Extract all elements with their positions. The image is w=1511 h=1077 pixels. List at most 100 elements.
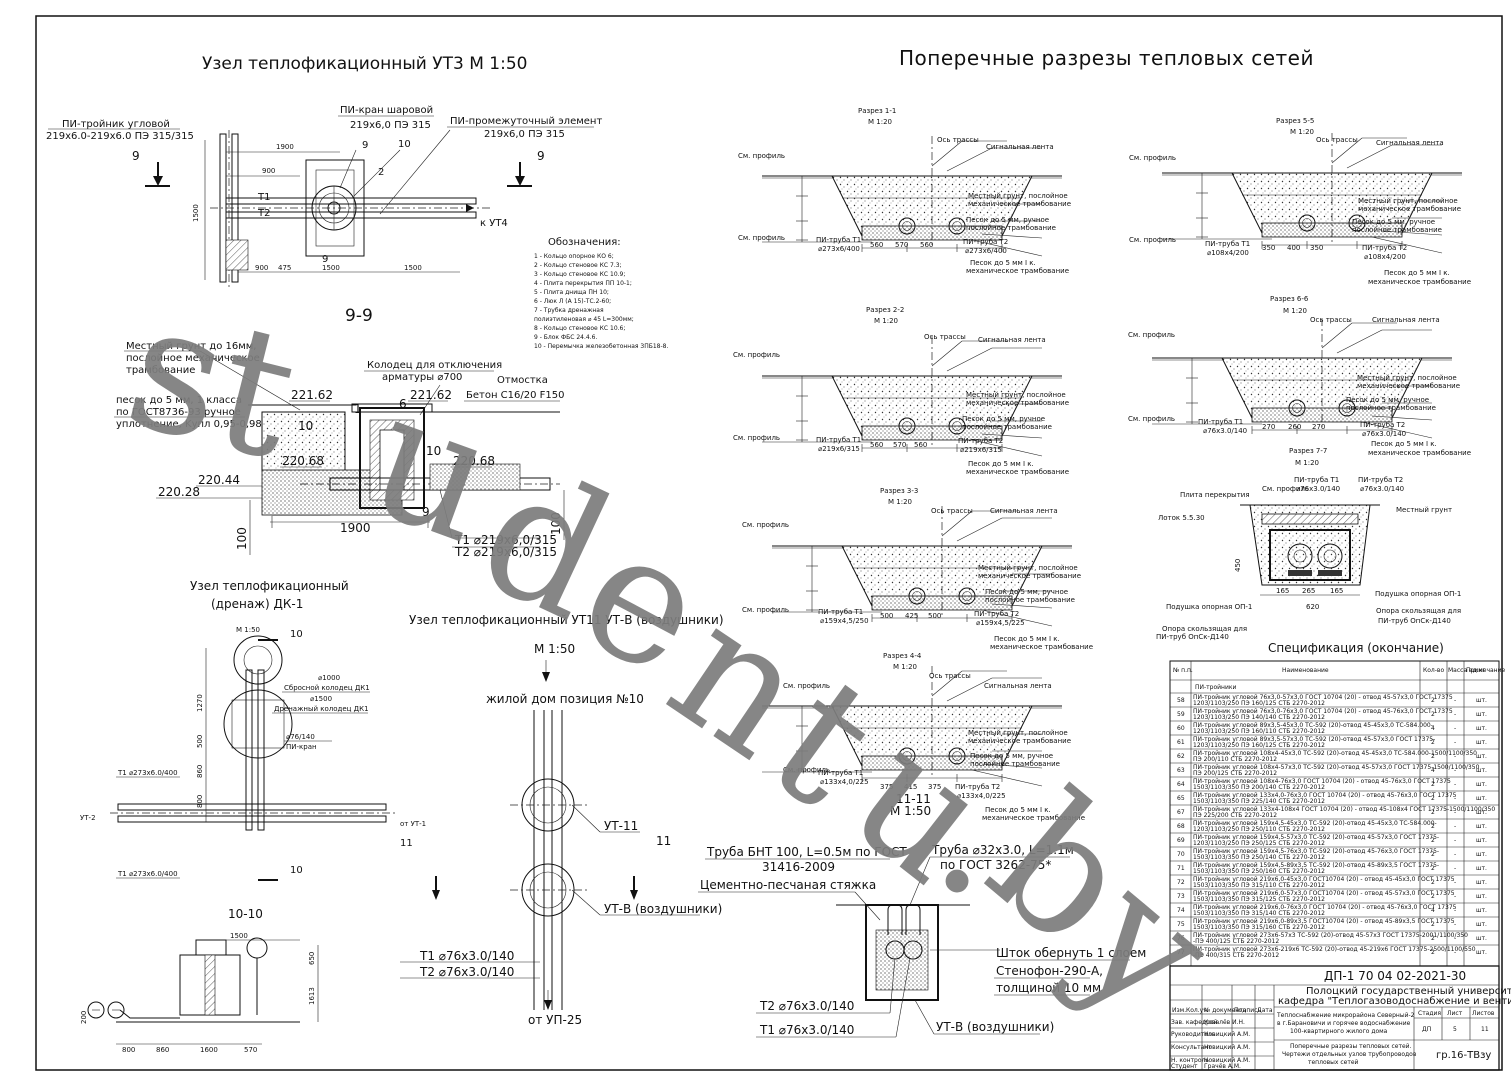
spec-row-name: ПИ-тройник угловой 219х6,0-76х3,0 ГОСТ 1… bbox=[1193, 904, 1457, 911]
dk1-title: Узел теплофикационный bbox=[190, 579, 349, 593]
vent-detail: Труба БНТ 100, L=0.5м по ГОСТ 31416-2009… bbox=[698, 843, 1146, 1038]
s1-d2: 560 bbox=[920, 241, 933, 249]
s2-sandk2: механическое трамбование bbox=[966, 468, 1069, 476]
tb-col-doc: № документа bbox=[1204, 1007, 1247, 1014]
spec-row-number: 68 bbox=[1177, 823, 1185, 830]
node-ut11: Узел теплофикационный УТ11 УТ-В (воздушн… bbox=[400, 613, 724, 1027]
s1-sandk: Песок до 5 мм I к. bbox=[970, 259, 1036, 267]
tb-name-3: Новицкий А.М. bbox=[1204, 1057, 1250, 1064]
tb-col-date: Дата bbox=[1257, 1007, 1273, 1014]
s4-soil: Местный грунт, послойное bbox=[968, 729, 1068, 737]
spec-row-unit: шт. bbox=[1476, 753, 1487, 760]
s1-sandk2: механическое трамбование bbox=[966, 267, 1069, 275]
spec-row-name: ПИ-тройник угловой 159х4,5-89х3,5 ТС-592… bbox=[1193, 862, 1439, 869]
legend-item: 8 - Кольцо стеновое КС 10.6; bbox=[534, 325, 625, 332]
spec-row-number: 65 bbox=[1177, 795, 1185, 802]
s2-sand2: послойное трамбование bbox=[962, 423, 1052, 431]
dk1-pipe-sm: ⌀76/140 bbox=[286, 733, 315, 741]
tb-name-0: Ковалёв И.Н. bbox=[1204, 1019, 1245, 1026]
spec-row-name-2: 1503/1103/350 ПЭ 250/140 СТБ 2270-2012 bbox=[1193, 854, 1325, 861]
legend-item: 10 - Перемычка железобетонная 3ПБ18-8. bbox=[534, 343, 668, 350]
spec-row-unit: шт. bbox=[1476, 739, 1487, 746]
dim-1900-99: 1900 bbox=[340, 521, 371, 535]
s7-d3: 620 bbox=[1306, 603, 1319, 611]
spec-row-unit: шт. bbox=[1476, 949, 1487, 956]
tb-sheet-h: Лист bbox=[1447, 1010, 1463, 1017]
s5-scale: М 1:20 bbox=[1290, 128, 1314, 136]
s5-profile: См. профиль bbox=[1129, 154, 1176, 162]
node-ut3: Узел теплофикационный УТ3 М 1:50 ПИ-трой… bbox=[46, 54, 602, 290]
spec-row-qty: 2 bbox=[1431, 837, 1435, 844]
tb-name-2: Новицкий А.М. bbox=[1204, 1044, 1250, 1051]
dk1-valve: ПИ-кран bbox=[286, 743, 317, 751]
section-99-title: 9-9 bbox=[345, 306, 373, 326]
sand-label-3: уплотнение, Kупл 0,95-0,98 bbox=[116, 419, 262, 430]
spec-row-unit: шт. bbox=[1476, 823, 1487, 830]
spec-row-name: ПИ-тройник угловой 108х4-76х3,0 ГОСТ 107… bbox=[1193, 778, 1451, 785]
spec-row-name: ПИ-тройник угловой 159х4,5-76х3,0 ТС-592… bbox=[1193, 848, 1439, 855]
valve-label: ПИ-кран шаровой bbox=[340, 105, 433, 116]
s4-soil2: механическое трамбование bbox=[968, 737, 1071, 745]
s4-d0: 375 bbox=[880, 783, 893, 791]
spec-h-note: Примечание bbox=[1466, 667, 1505, 674]
spec-row-number: 67 bbox=[1177, 809, 1185, 816]
s1-d0: 560 bbox=[870, 241, 883, 249]
s2-profile: См. профиль bbox=[733, 351, 780, 359]
spec-h-name: Наименование bbox=[1282, 667, 1329, 674]
dim-100-right: 100 bbox=[549, 512, 563, 535]
valve-spec: 219х6,0 ПЭ 315 bbox=[350, 120, 431, 131]
spec-row-mass: - bbox=[1454, 837, 1456, 844]
spec-row-name: ПИ-тройник угловой 89х3,5-45х3,0 ТС-592 … bbox=[1193, 722, 1433, 729]
s5-d2: 350 bbox=[1310, 244, 1323, 252]
t1-label: Т1 bbox=[257, 192, 270, 203]
spec-row-name-2: 1203/1103/250 ПЭ 160/110 СТБ 2270-2012 bbox=[1193, 728, 1325, 735]
soil-label-2: послойное механическое bbox=[126, 353, 260, 364]
dk1-ut2: УТ-2 bbox=[80, 814, 96, 822]
cut-mark-left: 9 bbox=[132, 149, 140, 163]
spec-row-name: ПИ-тройник угловой 219х6,0-57х3,0 ГОСТ10… bbox=[1193, 890, 1455, 897]
s5-axis: Ось трассы bbox=[1316, 136, 1358, 144]
spec-title: Спецификация (окончание) bbox=[1268, 641, 1444, 655]
tb-role-3: Н. контроль bbox=[1171, 1057, 1209, 1064]
element-label: ПИ-промежуточный элемент bbox=[450, 116, 602, 127]
s4-subscale: М 1:50 bbox=[890, 804, 931, 818]
dk1-well-b: Дренажный колодец ДК1 bbox=[274, 705, 369, 713]
s4-profile-2: См. профиль bbox=[783, 766, 830, 774]
spec-row-number: 71 bbox=[1177, 865, 1185, 872]
s2-soil2: механическое трамбование bbox=[966, 399, 1069, 407]
spec-row-qty: 2 bbox=[1431, 851, 1435, 858]
ut11-house: жилой дом позиция №10 bbox=[486, 692, 644, 706]
s6-sandk: Песок до 5 мм I к. bbox=[1371, 440, 1437, 448]
legend-item: 5 - Плита днища ПН 10; bbox=[534, 289, 609, 296]
tb-project-3: 100-квартирного жилого дома bbox=[1290, 1028, 1388, 1035]
s3-sand: Песок до 5 мм, ручное bbox=[985, 588, 1068, 596]
vent-pipe-bnt-2: 31416-2009 bbox=[762, 860, 835, 874]
s6-d0: 270 bbox=[1262, 423, 1275, 431]
elev-221-62-b: 221.62 bbox=[410, 388, 452, 402]
spec-row-name-2: 1503/1103/350 ПЭ 315/140 СТБ 2270-2012 bbox=[1193, 910, 1325, 917]
s2-t1: ПИ-труба Т1 bbox=[816, 436, 861, 444]
s7-title: Разрез 7-7 bbox=[1289, 447, 1327, 455]
vent-pipe-bnt: Труба БНТ 100, L=0.5м по ГОСТ bbox=[706, 845, 907, 859]
spec-row-mass: - bbox=[1454, 851, 1456, 858]
s5-d1: 400 bbox=[1287, 244, 1300, 252]
s4-scale: М 1:20 bbox=[893, 663, 917, 671]
spec-row-number: 69 bbox=[1177, 837, 1185, 844]
spec-row-unit: шт. bbox=[1476, 935, 1487, 942]
s1-soil2: механическое трамбование bbox=[968, 200, 1071, 208]
s3-tape: Сигнальная лента bbox=[990, 507, 1058, 515]
spec-row-name: ПИ-тройник угловой 133х4-108х4 ГОСТ 1070… bbox=[1193, 806, 1495, 813]
spec-row-unit: шт. bbox=[1476, 893, 1487, 900]
spec-row-qty: 2 bbox=[1431, 809, 1435, 816]
section-6-6: Разрез 6-6 М 1:20 Ось трассы Сигнальная … bbox=[1128, 295, 1471, 457]
spec-row-number: 72 bbox=[1177, 879, 1185, 886]
d1010-800: 800 bbox=[122, 1046, 135, 1054]
tee-spec: 219х6.0-219х6.0 ПЭ 315/315 bbox=[46, 131, 194, 142]
s7-profile: См. профиль bbox=[1262, 485, 1309, 493]
spec-row-qty: 2 bbox=[1431, 781, 1435, 788]
mark-6: 6 bbox=[399, 397, 407, 411]
vent-t2: Т2 ⌀76х3.0/140 bbox=[759, 999, 854, 1013]
s3-soil: Местный грунт, послойное bbox=[978, 564, 1078, 572]
vent-t1: Т1 ⌀76х3.0/140 bbox=[759, 1023, 854, 1037]
s3-profile: См. профиль bbox=[742, 521, 789, 529]
